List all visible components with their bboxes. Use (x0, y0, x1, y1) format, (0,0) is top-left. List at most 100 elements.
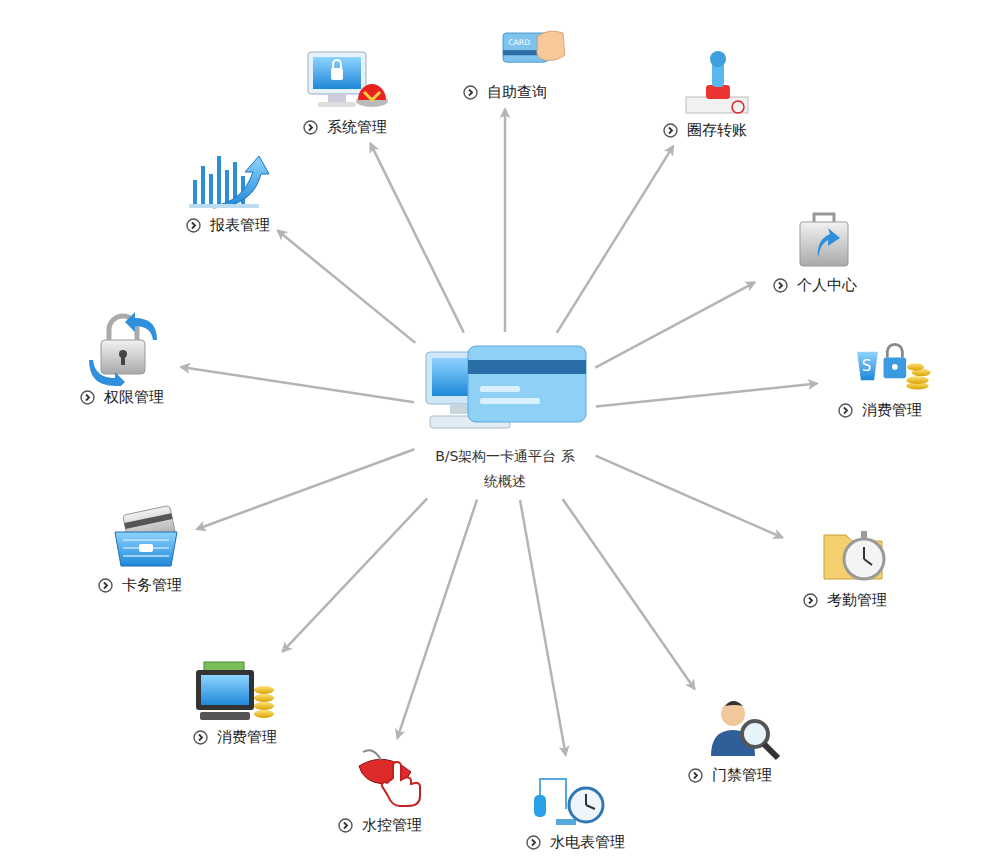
icon-part (818, 228, 840, 258)
node-icon (780, 204, 870, 274)
icon-part (844, 539, 884, 579)
icon-part (809, 597, 812, 603)
bullet-icon (463, 85, 478, 100)
icon-part (254, 702, 274, 710)
arrow-connector (278, 231, 416, 343)
icon-part (569, 788, 603, 822)
hub-node: B/S架构一卡通平台 系统概述 (420, 338, 590, 494)
bullet-icon (838, 403, 853, 418)
node-icon (812, 519, 902, 589)
icon-part (464, 86, 477, 99)
icon-part (814, 214, 834, 222)
label-row: 个人中心 (773, 274, 857, 296)
icon-part (887, 344, 902, 357)
module-node: 消费管理 (190, 656, 280, 748)
label-row: 圈存转账 (663, 119, 747, 141)
icon-part (199, 734, 202, 740)
icon-part (764, 744, 778, 758)
icon-part: S (862, 357, 872, 375)
icon-part (99, 579, 112, 592)
icon-part (669, 127, 672, 133)
arrow-connector (520, 500, 566, 755)
arrow-connector (557, 146, 673, 333)
bullet-icon (663, 123, 678, 138)
arrow-connector (181, 367, 414, 402)
module-label: 圈存转账 (687, 119, 747, 141)
node-icon (85, 308, 175, 386)
bullet-icon (526, 835, 541, 850)
module-label: 个人中心 (797, 274, 857, 296)
arrow-connector (397, 500, 477, 739)
icon-part (710, 51, 726, 67)
icon-part (217, 156, 221, 204)
label-row: 水控管理 (338, 814, 422, 836)
icon-part (363, 750, 381, 760)
icon-part (532, 839, 535, 845)
icon-part (213, 156, 269, 208)
module-label: 考勤管理 (827, 589, 887, 611)
module-node: 考勤管理 (788, 519, 902, 611)
icon-part (480, 386, 520, 392)
label-row: 自助查询 (463, 81, 547, 103)
label-row: 水电表管理 (526, 831, 625, 853)
icon-part (892, 364, 898, 370)
module-node: S 消费管理 (823, 333, 937, 421)
label-row: 系统管理 (303, 116, 387, 138)
module-node: 权限管理 (69, 308, 175, 408)
icon-part (742, 721, 768, 747)
module-label: 消费管理 (862, 399, 922, 421)
arrow-connector (595, 282, 754, 367)
icon-part (884, 358, 907, 379)
icon-part (328, 94, 346, 102)
module-node: 系统管理 (300, 46, 390, 138)
icon-part (382, 762, 420, 806)
arrow-connector (595, 456, 782, 538)
icon-part (339, 819, 352, 832)
arrow-connector (504, 109, 507, 332)
bullet-icon (688, 768, 703, 783)
node-icon: S (847, 333, 937, 399)
label-row: 消费管理 (838, 399, 922, 421)
bullet-icon (98, 578, 113, 593)
icon-part (313, 57, 361, 89)
label-row: 考勤管理 (803, 589, 887, 611)
arrow-connector (370, 143, 463, 332)
icon-part (254, 686, 274, 694)
icon-part (254, 710, 274, 718)
icon-part (318, 102, 356, 107)
module-node: 卡务管理 (89, 504, 191, 596)
icon-part (308, 52, 366, 94)
arrow-connector (283, 498, 428, 651)
icon-part (225, 170, 229, 204)
bullet-icon (193, 730, 208, 745)
icon-part (721, 702, 745, 726)
arrow-connector (596, 384, 817, 407)
icon-part (104, 582, 107, 588)
bullet-icon (803, 593, 818, 608)
label-row: 消费管理 (193, 726, 277, 748)
icon-part (123, 540, 169, 556)
icon-part: CARD (508, 38, 530, 47)
module-label: 门禁管理 (712, 764, 772, 786)
module-label: 水控管理 (362, 814, 422, 836)
arrow-connector (563, 499, 695, 689)
icon-part (196, 670, 254, 710)
bullet-icon (773, 278, 788, 293)
icon-part (254, 694, 274, 702)
module-node: CARD 自助查询 (432, 21, 578, 103)
node-icon (420, 338, 590, 438)
hub-label: B/S架构一卡通平台 系统概述 (434, 444, 576, 494)
module-label: 水电表管理 (550, 831, 625, 853)
icon-part (694, 772, 697, 778)
icon-part (686, 97, 748, 113)
label-row: 门禁管理 (688, 764, 772, 786)
icon-part (125, 312, 157, 340)
module-label: 卡务管理 (122, 574, 182, 596)
bullet-icon (338, 818, 353, 833)
icon-part (556, 819, 576, 825)
icon-part (586, 794, 595, 809)
module-label: 权限管理 (104, 386, 164, 408)
icon-part (86, 394, 89, 400)
